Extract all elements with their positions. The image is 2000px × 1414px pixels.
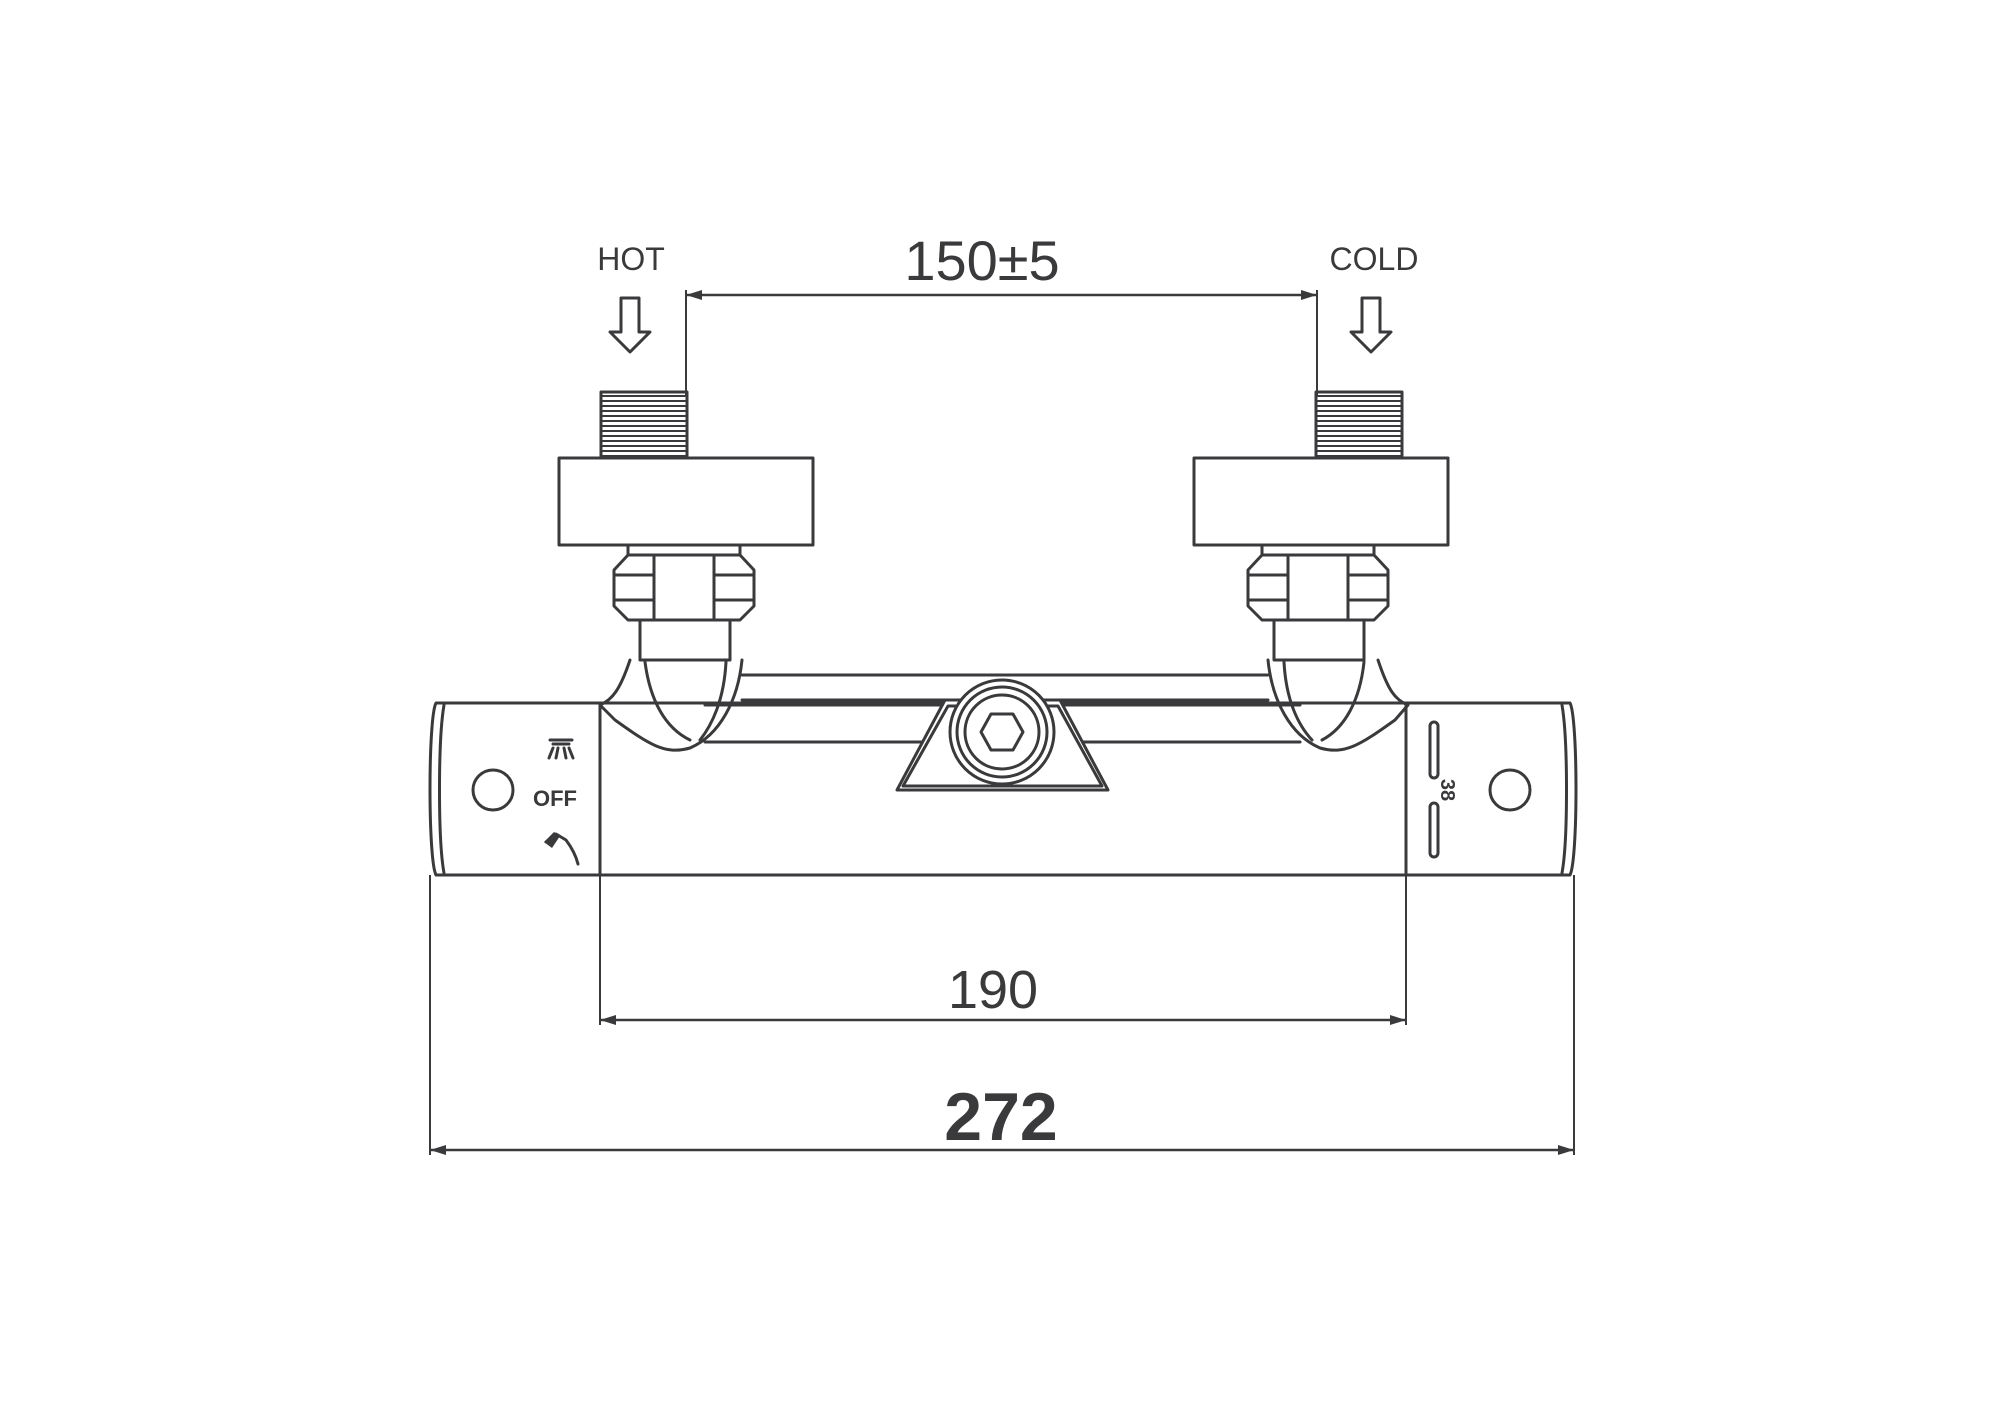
- hex-socket-icon: [979, 712, 1025, 752]
- cold-inlet-arrow-icon: [1349, 296, 1393, 354]
- right-handle-screw-cap: [1488, 768, 1532, 812]
- off-label: OFF: [533, 786, 577, 811]
- overall-length-value: 272: [944, 1079, 1057, 1155]
- inlet-spacing-value: 150±5: [904, 229, 1059, 292]
- body-length-value: 190: [948, 960, 1038, 1020]
- hot-inlet-connector: [557, 390, 815, 752]
- cold-inlet-connector: [1192, 390, 1450, 752]
- temperature-scale: [1428, 720, 1440, 859]
- shower-head-icon: [547, 738, 575, 760]
- overall-length-dimension: [429, 875, 1575, 1155]
- hot-label: HOT: [597, 241, 665, 277]
- cold-label: COLD: [1330, 241, 1419, 277]
- left-handle-screw-cap: [471, 768, 515, 812]
- temperature-38-label: 38: [1436, 779, 1458, 801]
- body-length-dimension: [599, 875, 1407, 1025]
- hand-shower-icon: [544, 832, 580, 866]
- hot-inlet-arrow-icon: [608, 296, 652, 354]
- center-bracket: [895, 678, 1110, 792]
- inlet-spacing-dimension: [685, 290, 1318, 395]
